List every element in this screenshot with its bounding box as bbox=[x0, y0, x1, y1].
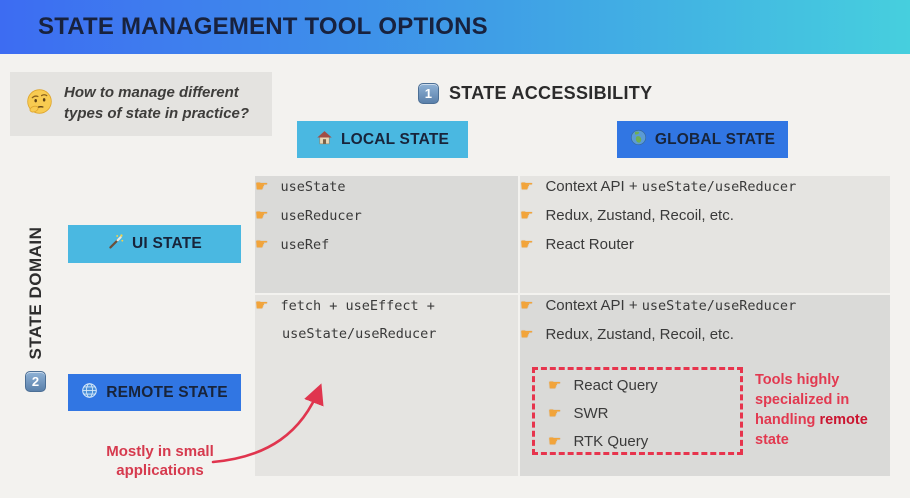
pointing-right-icon: ☛ bbox=[548, 376, 562, 394]
keycap-1-icon: 1 bbox=[418, 83, 439, 104]
pointing-right-icon: ☛ bbox=[548, 432, 562, 450]
list-item: ☛React Query bbox=[548, 376, 658, 394]
list-item: ☛SWR bbox=[548, 404, 609, 422]
list-item: ☛Redux, Zustand, Recoil, etc. bbox=[520, 206, 734, 224]
pointing-right-icon: ☛ bbox=[255, 296, 269, 314]
pointing-right-icon: ☛ bbox=[520, 325, 534, 343]
pointing-right-icon: ☛ bbox=[255, 206, 269, 224]
list-item: ☛Context API + useState/useReducer bbox=[520, 177, 797, 195]
pointing-right-icon: ☛ bbox=[255, 235, 269, 253]
specialized-tools-highlight-box bbox=[532, 367, 743, 455]
ui-state-header: UI STATE bbox=[68, 225, 241, 263]
local-state-label: LOCAL STATE bbox=[340, 130, 450, 148]
keycap-2-icon: 2 bbox=[25, 371, 46, 392]
pointing-right-icon: ☛ bbox=[548, 404, 562, 422]
remote-state-header: REMOTE STATE bbox=[68, 374, 241, 411]
pointing-right-icon: ☛ bbox=[520, 235, 534, 253]
globe-meridians-icon bbox=[81, 382, 98, 404]
question-box: How to manage different types of state i… bbox=[10, 72, 272, 136]
ui-state-label: UI STATE bbox=[132, 235, 202, 252]
list-item: ☛useRef bbox=[255, 235, 330, 253]
cell-remote-global: ☛Context API + useState/useReducer ☛Redu… bbox=[520, 295, 890, 476]
question-text: How to manage different types of state i… bbox=[64, 84, 250, 122]
list-item: ☛React Router bbox=[520, 235, 634, 253]
state-domain-label: STATE DOMAIN bbox=[26, 226, 45, 360]
remote-state-label: REMOTE STATE bbox=[106, 383, 228, 401]
pointing-right-icon: ☛ bbox=[520, 296, 534, 314]
pointing-right-icon: ☛ bbox=[520, 206, 534, 224]
list-item: ☛Redux, Zustand, Recoil, etc. bbox=[520, 325, 734, 343]
header-bar: STATE MANAGEMENT TOOL OPTIONS bbox=[0, 0, 910, 54]
cell-remote-local: ☛fetch + useEffect + useState/useReducer bbox=[255, 295, 518, 476]
state-accessibility-label: STATE ACCESSIBILITY bbox=[449, 83, 653, 103]
list-item: ☛useState bbox=[255, 177, 346, 195]
globe-europe-icon bbox=[630, 129, 647, 151]
list-item: ☛useReducer bbox=[255, 206, 362, 224]
mostly-small-apps-note: Mostly in small applications bbox=[106, 443, 214, 480]
cell-ui-local: ☛useState ☛useReducer ☛useRef bbox=[255, 176, 518, 293]
list-item-continued: useState/useReducer bbox=[282, 326, 437, 342]
state-accessibility-heading: 1 STATE ACCESSIBILITY bbox=[418, 83, 652, 104]
list-item: ☛fetch + useEffect + bbox=[255, 296, 435, 314]
list-item: ☛RTK Query bbox=[548, 432, 649, 450]
global-state-header: GLOBAL STATE bbox=[617, 121, 788, 158]
thinking-face-icon bbox=[26, 88, 53, 120]
page-title: STATE MANAGEMENT TOOL OPTIONS bbox=[38, 13, 488, 40]
local-state-header: LOCAL STATE bbox=[297, 121, 468, 158]
global-state-label: GLOBAL STATE bbox=[654, 130, 776, 148]
cell-ui-global: ☛Context API + useState/useReducer ☛Redu… bbox=[520, 176, 890, 293]
house-icon bbox=[316, 129, 333, 151]
magic-wand-icon bbox=[107, 233, 124, 255]
specialized-tools-note: Tools highly specialized in handling rem… bbox=[755, 372, 868, 448]
pointing-right-icon: ☛ bbox=[255, 177, 269, 195]
list-item: ☛Context API + useState/useReducer bbox=[520, 296, 797, 314]
pointing-right-icon: ☛ bbox=[520, 177, 534, 195]
